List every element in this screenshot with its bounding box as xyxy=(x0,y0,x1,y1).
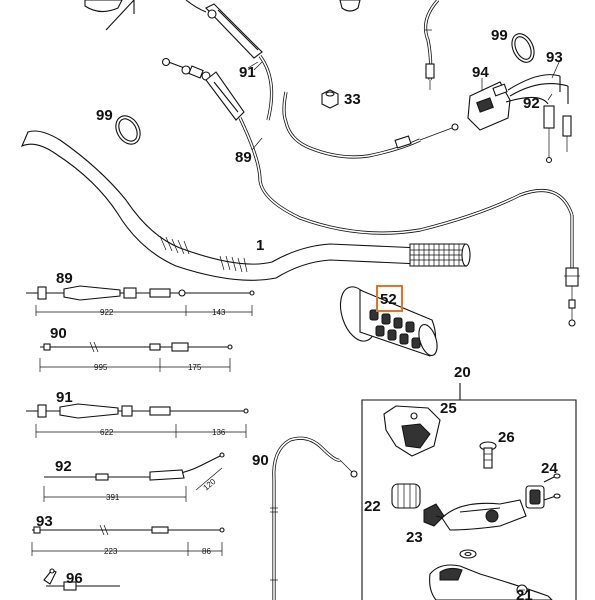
dim-89-long: 922 xyxy=(100,308,114,317)
clamp-24 xyxy=(525,473,561,509)
callout-90-side: 90 xyxy=(50,325,67,342)
cable-89-upper xyxy=(161,57,580,327)
clamp-ring-99-left xyxy=(115,115,141,145)
callout-25: 25 xyxy=(440,400,457,417)
dim-92-long: 391 xyxy=(106,493,120,502)
lever-21 xyxy=(429,564,553,600)
leader-lines xyxy=(251,59,561,151)
nut-33 xyxy=(321,89,339,109)
dim-90-long: 995 xyxy=(94,363,108,372)
callout-52: 52 xyxy=(380,291,397,308)
callout-26: 26 xyxy=(498,429,515,446)
washer xyxy=(459,549,477,559)
cable-90-upper xyxy=(282,91,459,159)
dim-90-short: 175 xyxy=(188,363,202,372)
cable-91-drawing xyxy=(26,403,249,438)
top-center-partial-part xyxy=(339,0,361,12)
callout-89-side: 89 xyxy=(56,270,73,287)
highlight-box-52 xyxy=(376,285,403,312)
dim-92-angled: 120 xyxy=(201,477,217,493)
callout-24: 24 xyxy=(541,460,558,477)
callout-91-side: 91 xyxy=(56,389,73,406)
callout-21: 21 xyxy=(516,587,533,600)
callout-33: 33 xyxy=(344,91,361,108)
callout-93-side: 93 xyxy=(36,513,53,530)
callout-91-top: 91 xyxy=(239,64,256,81)
callout-92-side: 92 xyxy=(55,458,72,475)
handlebar-grip-right xyxy=(409,243,471,267)
callout-99-right: 99 xyxy=(491,27,508,44)
callout-93-top: 93 xyxy=(546,49,563,66)
small-screw xyxy=(516,584,528,596)
dim-93-short: 86 xyxy=(202,547,211,556)
callout-92-top: 92 xyxy=(523,95,540,112)
top-left-partial-part xyxy=(84,0,135,31)
grip-52 xyxy=(339,286,438,357)
callout-23: 23 xyxy=(406,529,423,546)
cable-92-93-upper xyxy=(424,0,440,90)
cable-92-drawing xyxy=(43,452,225,502)
callout-96: 96 xyxy=(66,570,83,587)
cable-91-upper xyxy=(185,0,274,121)
callout-90-lower: 90 xyxy=(252,452,269,469)
cable-90-lower xyxy=(270,436,358,600)
switch-94-assembly xyxy=(467,74,572,164)
callout-labels: 91 33 99 89 99 93 94 92 1 89 52 90 20 91… xyxy=(36,27,563,600)
handlebar-1 xyxy=(20,130,471,281)
dim-89-short: 143 xyxy=(212,308,226,317)
callout-22: 22 xyxy=(364,498,381,515)
callout-20: 20 xyxy=(454,364,471,381)
cable-89-drawing xyxy=(26,285,255,316)
handlebar-knurl-left xyxy=(159,235,248,273)
pin-26 xyxy=(479,441,497,469)
dim-93-long: 223 xyxy=(104,547,118,556)
clamp-ring-99-right xyxy=(511,33,535,63)
callout-94: 94 xyxy=(472,64,489,81)
lever-bracket xyxy=(441,499,527,531)
callout-89-top: 89 xyxy=(235,149,252,166)
clutch-assembly-box-20 xyxy=(361,383,577,600)
callout-99-left: 99 xyxy=(96,107,113,124)
cable-96-drawing xyxy=(43,568,120,591)
dim-91-short: 136 xyxy=(212,428,226,437)
cable-90-drawing xyxy=(39,341,233,372)
cable-93-drawing xyxy=(31,524,225,556)
grip-pattern xyxy=(369,309,421,349)
cover-25 xyxy=(383,405,441,457)
callout-1: 1 xyxy=(256,237,264,254)
dim-91-long: 622 xyxy=(100,428,114,437)
adjuster-22 xyxy=(391,483,421,509)
